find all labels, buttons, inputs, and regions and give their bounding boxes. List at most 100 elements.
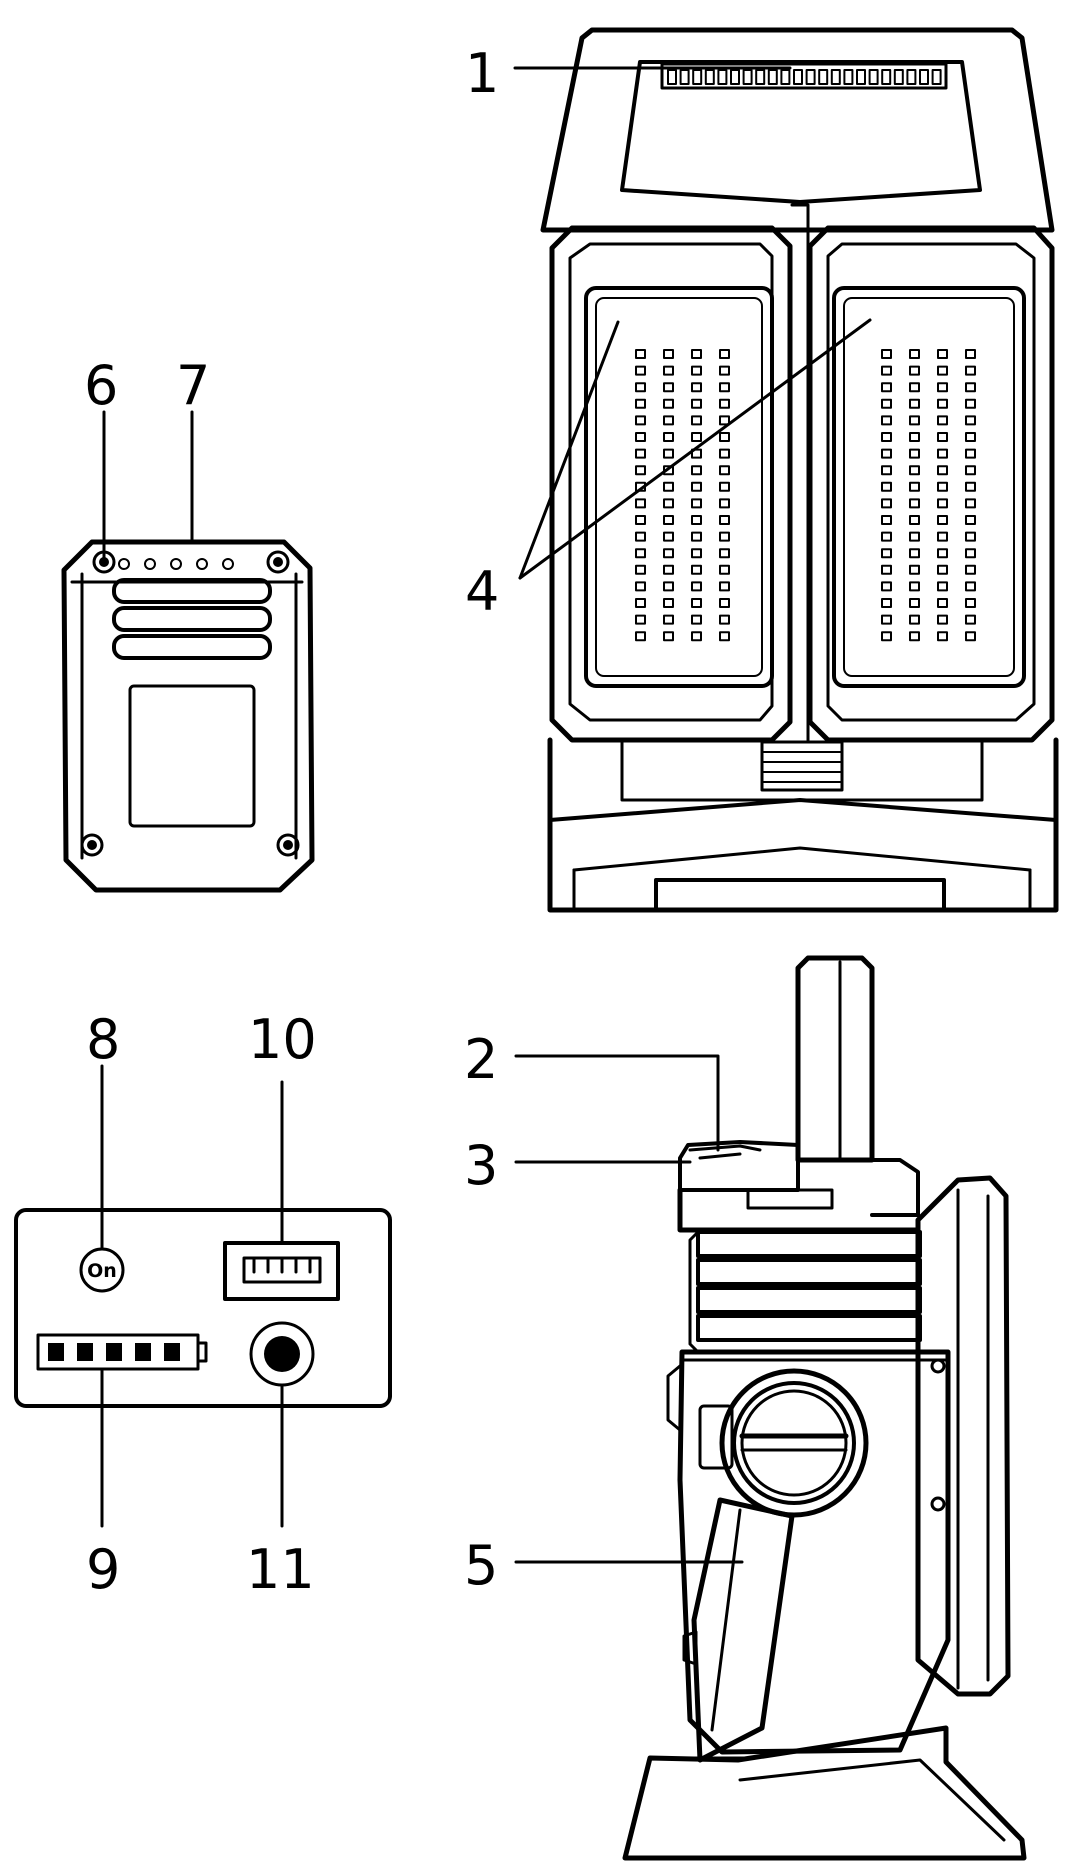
led-chip bbox=[881, 564, 892, 575]
led-chip bbox=[881, 365, 892, 376]
grip-tooth bbox=[667, 69, 677, 85]
led-chip bbox=[937, 382, 948, 393]
battery-pack-view: 6 7 bbox=[61, 354, 315, 893]
callout-2: 2 bbox=[464, 1028, 498, 1091]
led-chip bbox=[909, 531, 920, 542]
battery-level-indicator bbox=[36, 1333, 208, 1371]
led-chip bbox=[691, 382, 702, 393]
led-chip bbox=[691, 581, 702, 592]
led-chip bbox=[937, 448, 948, 459]
grip-tooth bbox=[818, 69, 829, 85]
led-chip bbox=[635, 432, 646, 442]
led-chip bbox=[719, 598, 730, 608]
led-chip bbox=[937, 598, 948, 608]
led-chip bbox=[965, 614, 976, 625]
led-chip bbox=[937, 564, 948, 575]
led-chip bbox=[909, 598, 920, 608]
battery-vents bbox=[112, 578, 272, 660]
led-chip bbox=[719, 631, 730, 642]
pivot-knob bbox=[719, 1368, 869, 1518]
grip-tooth bbox=[830, 69, 841, 85]
led-chip bbox=[909, 365, 920, 376]
led-chip bbox=[965, 465, 976, 476]
led-chip bbox=[909, 481, 920, 492]
led-chip bbox=[937, 365, 948, 376]
led-chip bbox=[881, 531, 892, 542]
grip-tooth bbox=[793, 69, 803, 85]
side-lamp-panel bbox=[915, 1175, 1011, 1697]
led-chip bbox=[691, 465, 702, 476]
led-chip bbox=[691, 564, 702, 575]
led-chip bbox=[663, 531, 674, 542]
led-chip bbox=[719, 515, 730, 525]
led-chip bbox=[937, 349, 948, 359]
led-chip bbox=[635, 465, 646, 476]
led-chip bbox=[663, 398, 674, 409]
led-chip bbox=[937, 515, 948, 525]
grip-tooth bbox=[742, 69, 753, 85]
led-chip bbox=[635, 564, 646, 575]
led-chip bbox=[881, 465, 892, 476]
led-chip bbox=[635, 581, 646, 592]
led-chip bbox=[719, 448, 730, 459]
grip-tooth bbox=[704, 69, 715, 85]
callout-3: 3 bbox=[464, 1134, 498, 1197]
led-chip bbox=[965, 548, 976, 559]
led-chip bbox=[965, 415, 976, 426]
side-fins bbox=[688, 1230, 922, 1354]
led-chip bbox=[691, 498, 702, 509]
callout-9: 9 bbox=[86, 1538, 120, 1601]
led-chip bbox=[663, 432, 674, 442]
led-chip bbox=[719, 465, 730, 476]
battery-led-row bbox=[118, 558, 234, 570]
led-chip bbox=[719, 398, 730, 409]
led-chip bbox=[635, 515, 646, 525]
battery-segment bbox=[77, 1343, 93, 1361]
led-chip bbox=[909, 548, 920, 559]
grip-tooth bbox=[717, 69, 728, 85]
led-chip bbox=[937, 631, 948, 642]
led-chip bbox=[719, 415, 730, 426]
led-chip bbox=[635, 349, 646, 359]
led-chip bbox=[663, 548, 674, 559]
led-chip bbox=[937, 415, 948, 426]
led-chip bbox=[881, 415, 892, 426]
led-chip bbox=[881, 481, 892, 492]
grip-tooth bbox=[730, 69, 740, 85]
lamp-head-left bbox=[549, 225, 793, 743]
led-chip bbox=[909, 349, 920, 359]
grip-tooth bbox=[919, 69, 929, 85]
led-chip bbox=[635, 531, 646, 542]
led-chip bbox=[937, 548, 948, 559]
led-chip bbox=[937, 398, 948, 409]
led-chip bbox=[909, 631, 920, 642]
led-chip bbox=[909, 398, 920, 409]
led-chip bbox=[691, 365, 702, 376]
led-chip bbox=[881, 548, 892, 559]
callout-4: 4 bbox=[465, 560, 499, 623]
battery-segment bbox=[48, 1343, 64, 1361]
led-chip bbox=[965, 631, 976, 642]
led-chip bbox=[635, 614, 646, 625]
usb-port bbox=[223, 1241, 340, 1301]
led-chip bbox=[719, 382, 730, 393]
led-chip bbox=[691, 631, 702, 642]
grip-tooth bbox=[906, 69, 917, 85]
led-chip bbox=[635, 631, 646, 642]
led-chip bbox=[909, 564, 920, 575]
led-chip bbox=[881, 515, 892, 525]
led-chip bbox=[881, 614, 892, 625]
callout-line-4a bbox=[518, 320, 620, 580]
front-view: 1 4 bbox=[465, 27, 1059, 913]
led-chip bbox=[909, 432, 920, 442]
led-chip bbox=[663, 365, 674, 376]
led-chip bbox=[691, 515, 702, 525]
battery-segment bbox=[164, 1343, 180, 1361]
grip-tooth bbox=[868, 69, 879, 85]
led-chip bbox=[691, 415, 702, 426]
led-chip bbox=[663, 349, 674, 359]
led-chip bbox=[881, 398, 892, 409]
side-leg bbox=[691, 1497, 795, 1763]
grip-tooth bbox=[893, 69, 904, 85]
led-chip bbox=[719, 498, 730, 509]
